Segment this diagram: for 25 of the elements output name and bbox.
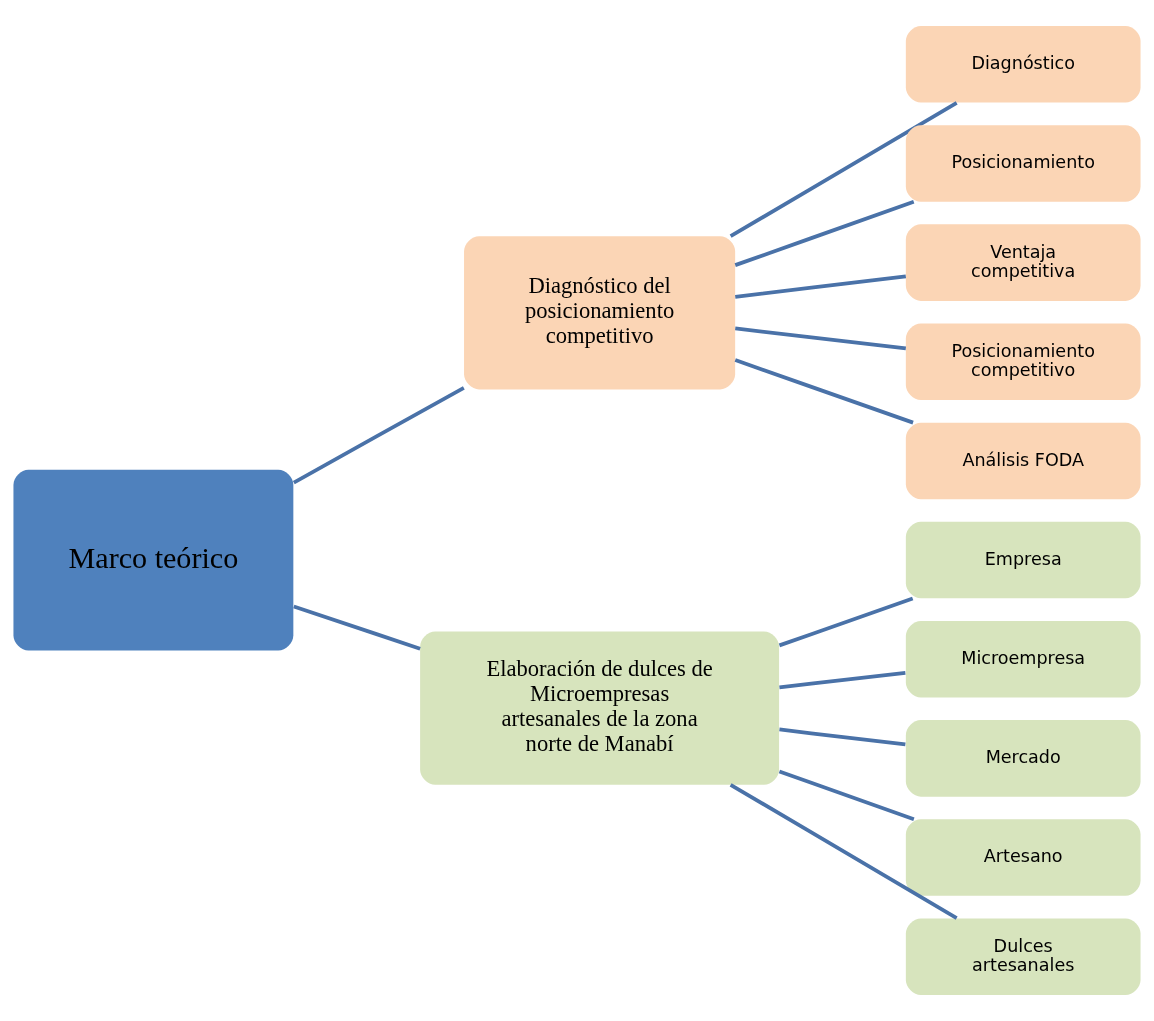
connector [292, 386, 465, 485]
node-box: Empresa [905, 521, 1141, 599]
connector [779, 670, 906, 690]
connector [778, 769, 915, 821]
connector [729, 783, 958, 920]
node-box: Ventaja competitiva [905, 224, 1141, 301]
node-box: Análisis FODA [905, 422, 1141, 500]
connector [729, 101, 958, 238]
node-box: Mercado [905, 720, 1141, 797]
node-box: Dulces artesanales [905, 918, 1141, 995]
node-box: Diagnóstico del posicionamiento competitivo [464, 236, 736, 390]
connector [734, 200, 915, 267]
connector [735, 274, 907, 299]
node-box: Posicionamiento competitivo [905, 323, 1141, 401]
node-box: Marco teórico [13, 469, 294, 651]
node-box: Artesano [905, 819, 1141, 896]
node-box: Posicionamiento [905, 125, 1141, 202]
connector [779, 727, 906, 747]
connector [735, 326, 907, 351]
connector [734, 358, 914, 425]
node-box: Microempresa [905, 620, 1141, 698]
node-box: Elaboración de dulces de Microempresas artesanales de la zona norte de Manabí [420, 631, 780, 785]
connector [293, 604, 421, 651]
connector [778, 596, 914, 648]
node-box: Diagnóstico [905, 26, 1141, 103]
